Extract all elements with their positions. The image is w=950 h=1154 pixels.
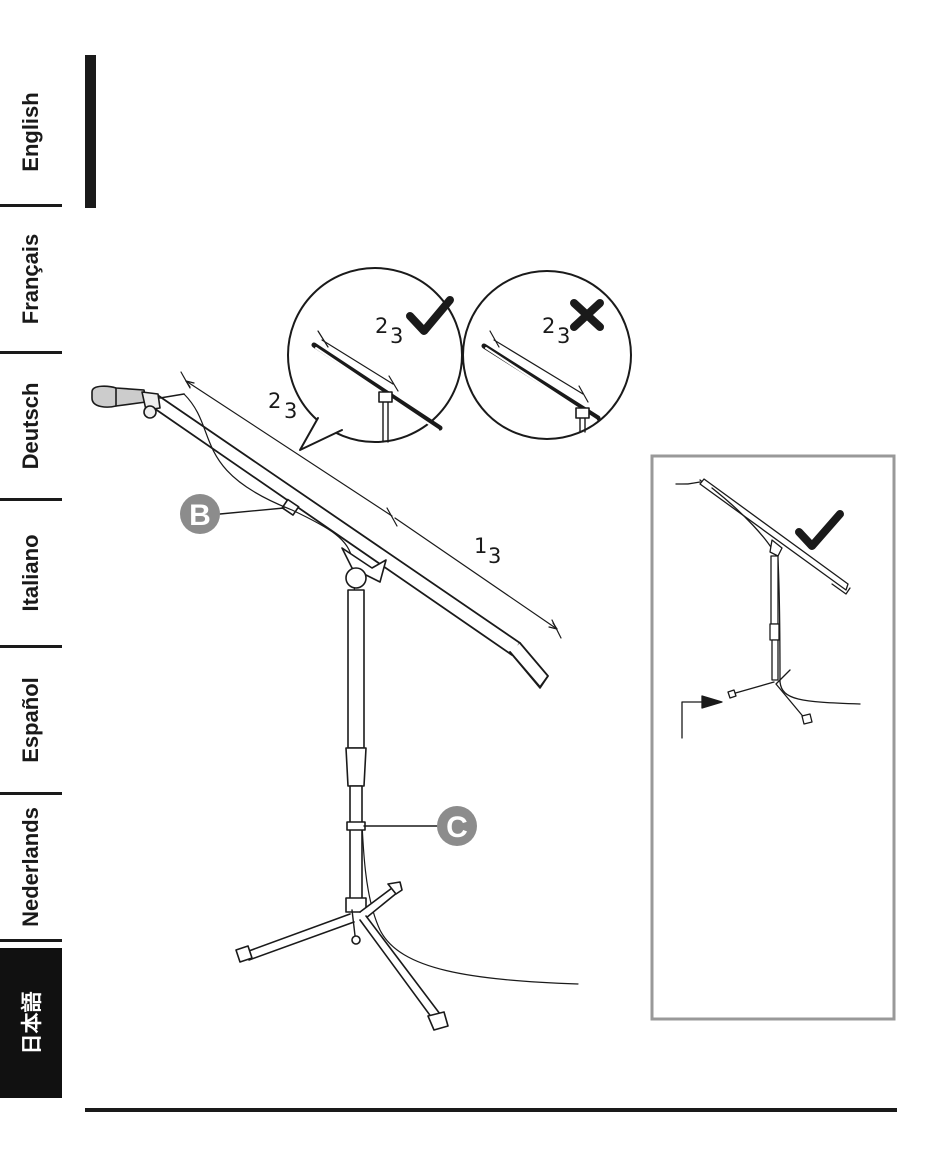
callout-wrong [463, 271, 631, 439]
callout-bad-denominator: 3 [557, 324, 570, 348]
svg-text:C: C [446, 811, 468, 844]
ratio-short-denominator: 3 [488, 544, 501, 568]
ratio-long-numerator: 2 [268, 389, 281, 413]
inset-panel [652, 456, 894, 1019]
callout-good-numerator: 2 [375, 314, 388, 338]
svg-text:B: B [189, 499, 211, 532]
callout-bad-numerator: 2 [542, 314, 555, 338]
label-c-badge: C [437, 806, 477, 846]
ratio-short-numerator: 1 [474, 534, 487, 558]
tripod-base [236, 882, 448, 1030]
callout-correct [288, 268, 462, 450]
ratio-long-denominator: 3 [284, 399, 297, 423]
upright-pole [346, 590, 366, 912]
footer-rule [85, 1108, 897, 1112]
callout-good-denominator: 3 [390, 324, 403, 348]
label-b-badge: B [180, 494, 220, 534]
